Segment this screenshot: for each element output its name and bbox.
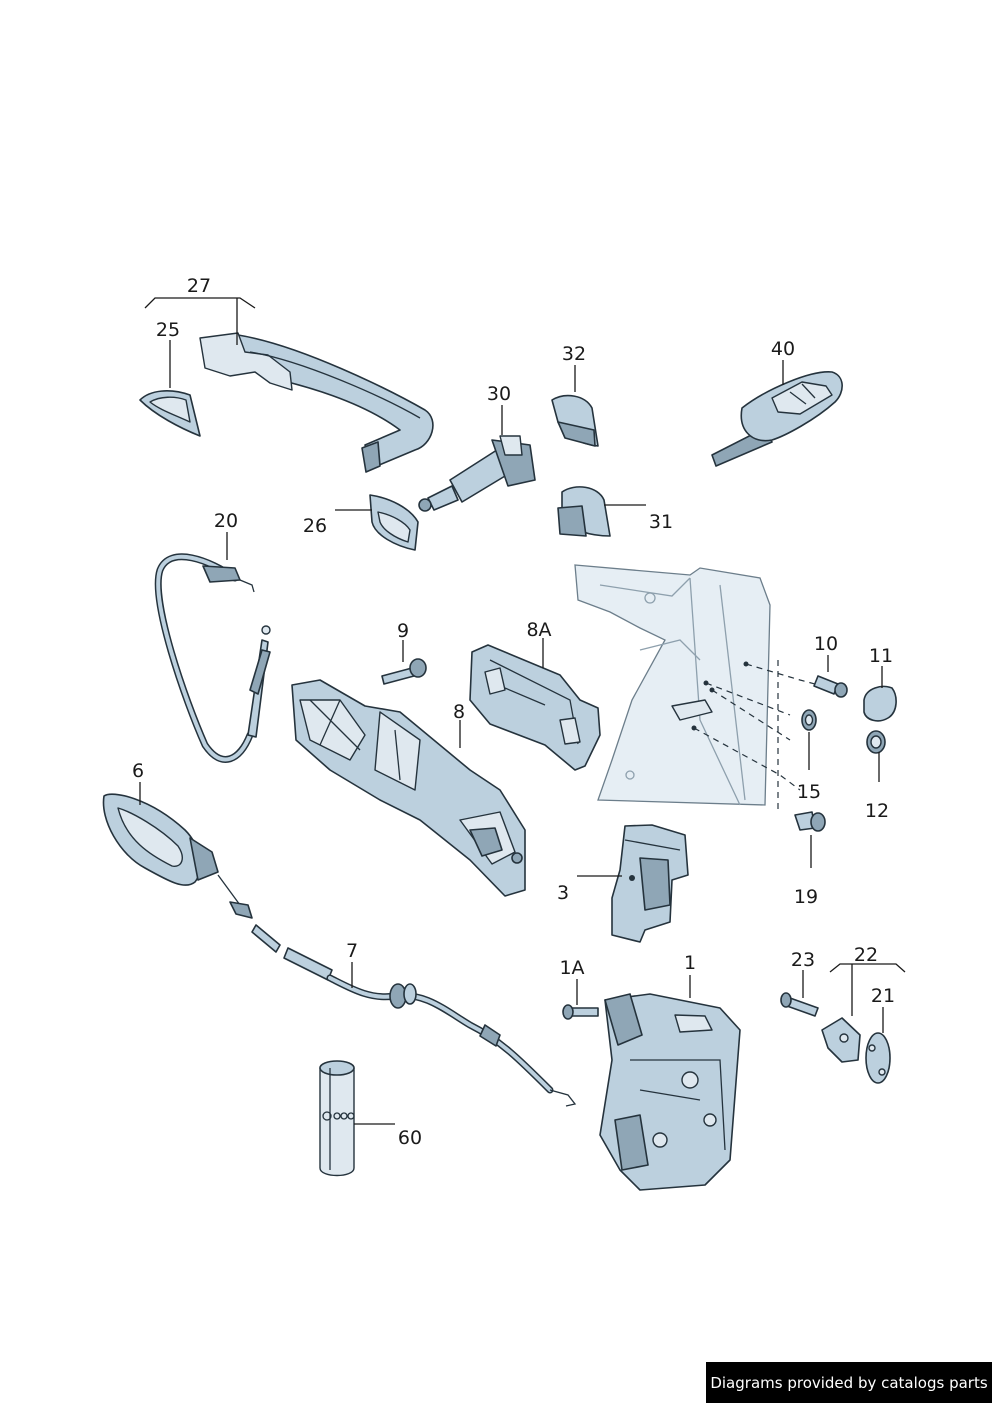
callout-8a: 8A xyxy=(526,619,551,641)
callout-9: 9 xyxy=(397,620,409,642)
striker-plate-22 xyxy=(821,1017,861,1063)
grommet-12 xyxy=(866,730,886,754)
cap-11 xyxy=(863,685,897,722)
callout-60: 60 xyxy=(398,1127,422,1149)
callout-1: 1 xyxy=(684,952,696,974)
callout-11: 11 xyxy=(869,645,893,667)
lock-gasket xyxy=(369,494,419,551)
callout-27: 27 xyxy=(187,275,211,297)
door-lock-unit xyxy=(599,993,741,1191)
callout-25: 25 xyxy=(156,319,180,341)
cover-cap-lower xyxy=(557,486,611,537)
callout-31: 31 xyxy=(649,511,673,533)
callout-40: 40 xyxy=(771,338,795,360)
bracket-8a xyxy=(469,644,601,771)
leader-lines xyxy=(139,297,906,1125)
callout-32: 32 xyxy=(562,343,586,365)
exterior-door-handle xyxy=(199,332,434,473)
bolt-1a xyxy=(562,1004,599,1020)
callout-12: 12 xyxy=(865,800,889,822)
callout-19: 19 xyxy=(794,886,818,908)
callout-21: 21 xyxy=(871,985,895,1007)
footer-text: Diagrams provided by catalogs parts xyxy=(710,1373,988,1392)
screw-10 xyxy=(813,675,848,698)
remote-key xyxy=(711,371,843,467)
callout-23: 23 xyxy=(791,949,815,971)
shim-21 xyxy=(865,1032,891,1084)
lock-cylinder xyxy=(418,435,536,512)
callout-22: 22 xyxy=(854,944,878,966)
grommet-15 xyxy=(801,709,817,731)
callout-labels: 27 25 32 40 30 26 31 20 9 8A 10 11 8 15 … xyxy=(132,275,895,1149)
grease-can xyxy=(319,1060,355,1177)
callout-8: 8 xyxy=(453,701,465,723)
callout-7: 7 xyxy=(346,940,358,962)
cover-cap-upper xyxy=(551,394,599,447)
release-cable-upper xyxy=(154,553,271,763)
footer-credit: Diagrams provided by catalogs parts xyxy=(706,1362,992,1403)
callout-20: 20 xyxy=(214,510,238,532)
callout-15: 15 xyxy=(797,781,821,803)
callout-6: 6 xyxy=(132,760,144,782)
bolt-9 xyxy=(381,658,427,685)
release-cable-lower xyxy=(217,874,577,1107)
interior-door-handle xyxy=(102,793,219,886)
handle-seal-part xyxy=(139,390,201,437)
callout-26: 26 xyxy=(303,515,327,537)
lock-bracket-3 xyxy=(611,824,689,943)
callout-3: 3 xyxy=(557,882,569,904)
door-body-panel xyxy=(574,564,771,806)
callout-30: 30 xyxy=(487,383,511,405)
callout-10: 10 xyxy=(814,633,838,655)
handle-carrier-frame xyxy=(291,679,526,897)
clip-19 xyxy=(794,811,826,832)
bolt-23 xyxy=(780,992,819,1017)
callout-1a: 1A xyxy=(559,957,584,979)
